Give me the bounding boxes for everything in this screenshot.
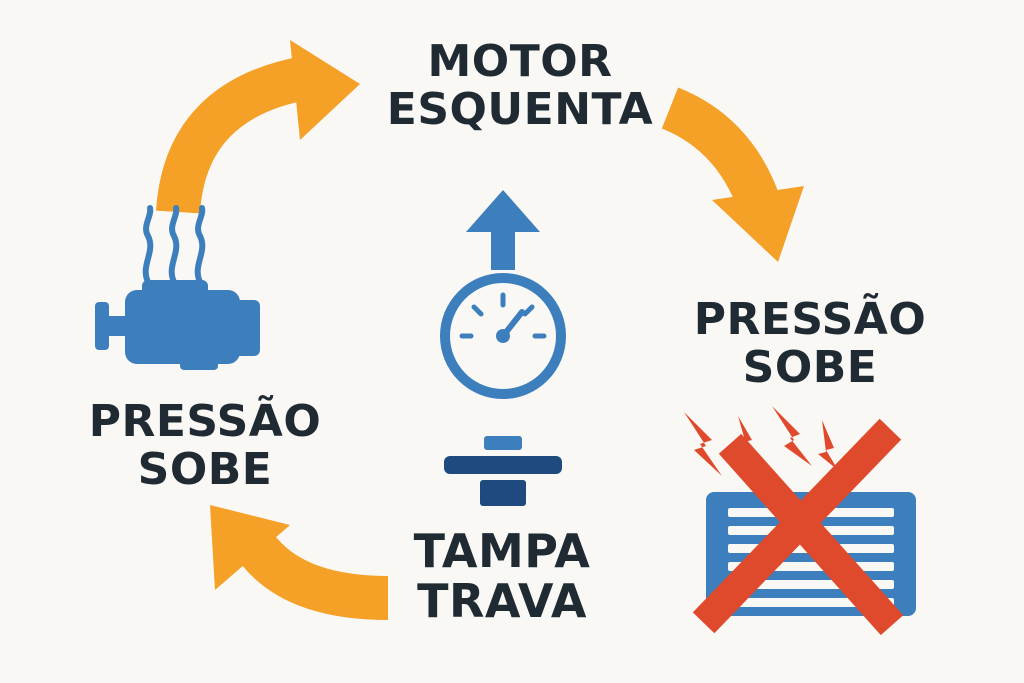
cycle-arrow-top-left bbox=[156, 40, 360, 214]
cycle-arrow-bottom-left bbox=[210, 505, 389, 620]
label-pressao-sobe-right-line1: PRESSÃO bbox=[693, 294, 927, 345]
cycle-arrow-top-right bbox=[661, 87, 804, 262]
broken-radiator-icon bbox=[684, 406, 916, 636]
label-pressao-sobe-left-line1: PRESSÃO bbox=[88, 396, 322, 447]
label-pressao-sobe-right: PRESSÃO SOBE bbox=[680, 296, 940, 391]
label-motor-esquenta-line2: ESQUENTA bbox=[386, 83, 654, 135]
label-pressao-sobe-right-line2: SOBE bbox=[742, 341, 878, 393]
label-tampa-trava: TAMPA TRAVA bbox=[392, 524, 612, 628]
label-tampa-trava-line2: TRAVA bbox=[417, 573, 587, 628]
pressure-gauge-icon bbox=[440, 273, 566, 399]
label-pressao-sobe-left-line2: SOBE bbox=[137, 443, 273, 495]
label-pressao-sobe-left: PRESSÃO SOBE bbox=[80, 398, 330, 493]
label-motor-esquenta: MOTOR ESQUENTA bbox=[380, 38, 660, 133]
arrow-up-icon bbox=[466, 190, 540, 270]
label-tampa-trava-line1: TAMPA bbox=[413, 524, 591, 578]
engine-heat-icon bbox=[95, 205, 260, 370]
label-motor-esquenta-line1: MOTOR bbox=[427, 36, 613, 87]
radiator-cap-icon bbox=[444, 436, 562, 506]
